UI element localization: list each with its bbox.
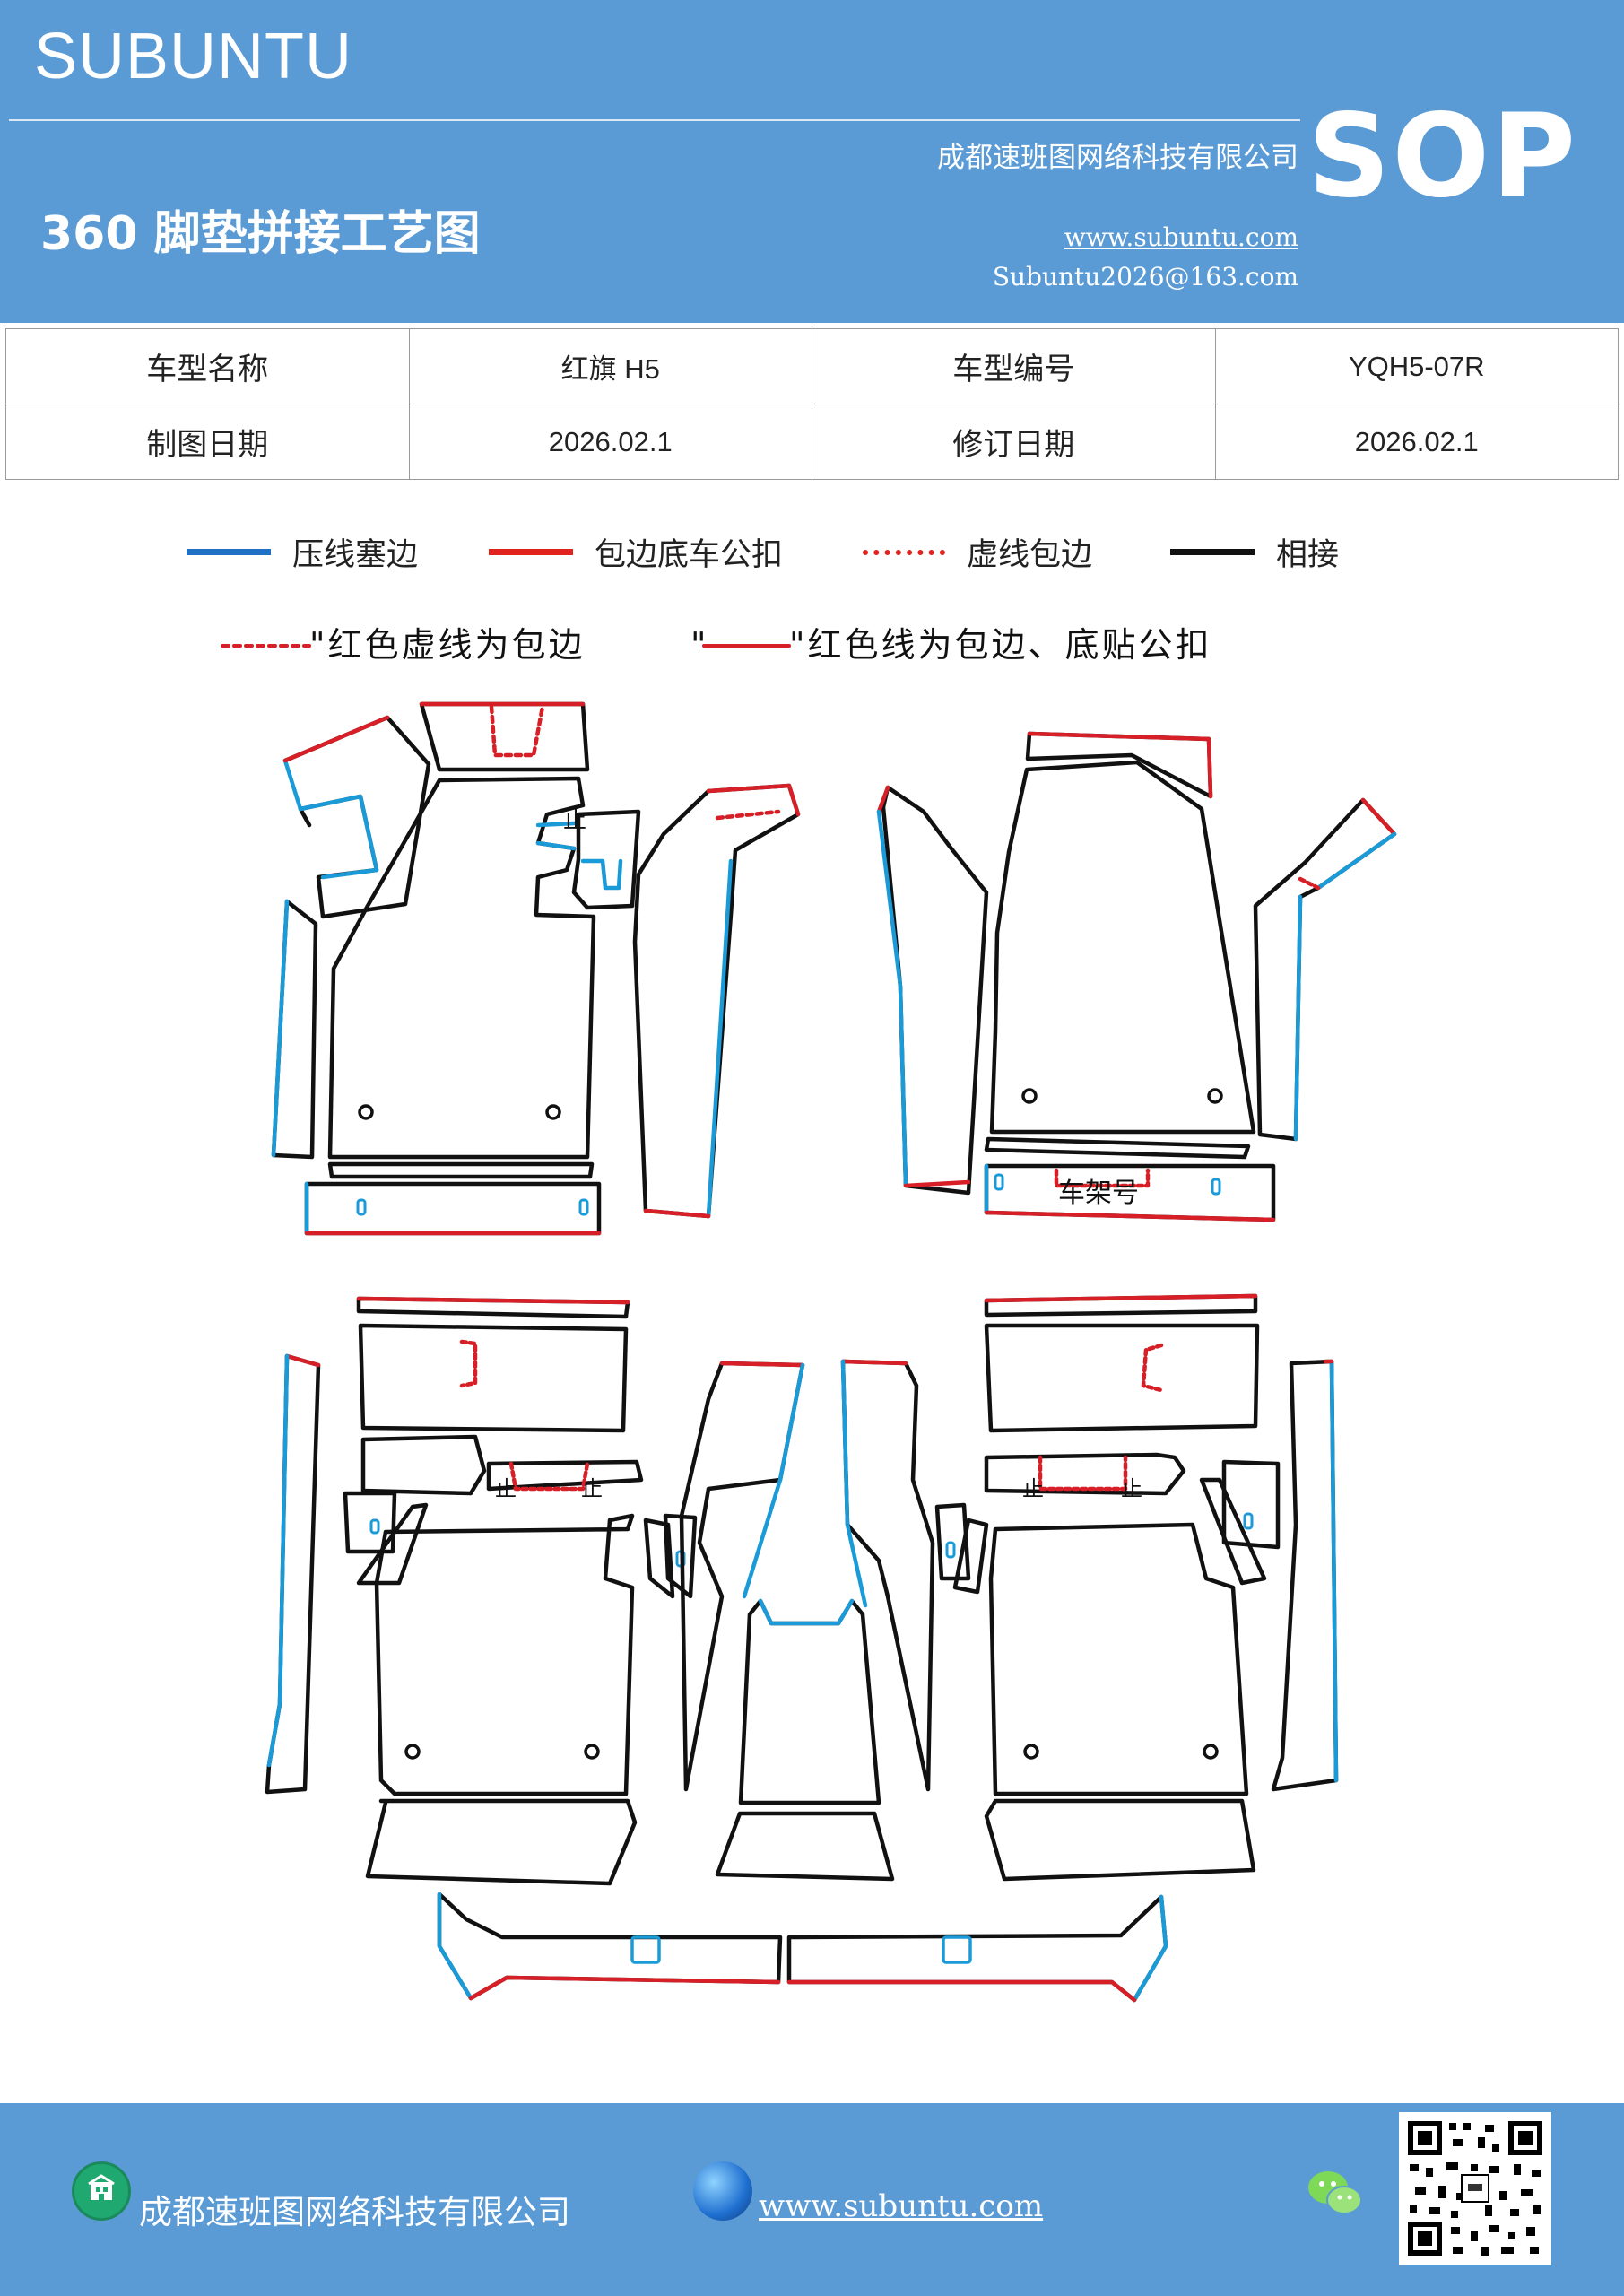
model-name-label: 车型名称 [5,328,410,404]
legend-label: 相接 [1276,537,1340,573]
draw-date-label: 制图日期 [5,404,410,480]
legend-swatch-blue [187,549,271,555]
vehicle-info-table: 车型名称 红旗 H5 车型编号 YQH5-07R 制图日期 2026.02.1 … [5,328,1619,480]
footer-company: 成都速班图网络科技有限公司 [139,2193,570,2231]
qr-code[interactable] [1399,2112,1551,2265]
floor-mat-diagram: "红色虚线为包边 " "红色线为包边、底贴公扣 止 [221,625,1397,2003]
note-dashed-edge: "红色虚线为包边 [309,625,585,665]
model-code-value: YQH5-07R [1214,328,1619,404]
sop-badge: SOP [1307,90,1577,223]
rear-left-mat-group: 止 止 [265,1296,698,1886]
header-company: 成都速班图网络科技有限公司 [937,142,1298,174]
stop-mark: 止 [1022,1476,1044,1501]
revise-date-value: 2026.02.1 [1214,404,1619,480]
document-title: 360 脚垫拼接工艺图 [40,207,481,261]
diagram-notes: "红色虚线为包边 " "红色线为包边、底贴公扣 [221,625,1211,665]
legend-item-press-line: 压线塞边 [187,529,418,575]
vin-label: 车架号 [1058,1178,1139,1209]
header-email: Subuntu2026@163.com [992,262,1298,291]
brand-name: SUBUNTU [34,21,353,92]
footer-website-link[interactable]: www.subuntu.com [759,2188,1044,2224]
legend-swatch-black [1170,549,1255,555]
note-solid-edge: "红色线为包边、底贴公扣 [789,625,1211,665]
stop-mark: 止 [495,1476,517,1501]
revise-date-label: 修订日期 [812,404,1216,480]
table-row: 车型名称 红旗 H5 车型编号 YQH5-07R [5,328,1619,404]
legend-item-edge-clip: 包边底车公扣 [489,529,783,575]
front-right-mat-group: 车架号 [876,731,1397,1222]
center-tunnel-mat-group [679,1359,935,1882]
wechat-icon[interactable] [1305,2166,1364,2220]
legend-item-join: 相接 [1170,529,1339,575]
stop-mark: 止 [581,1476,603,1501]
header-divider [9,119,1300,121]
legend-item-dashed-edge: 虚线包边 [863,529,1092,575]
legend-label: 虚线包边 [967,537,1093,573]
front-left-mat-group: 止 [271,701,801,1236]
stop-mark: 止 [1121,1476,1142,1501]
trunk-strip-group [437,1892,1168,2003]
header-website-link[interactable]: www.subuntu.com [1064,222,1298,252]
table-row: 制图日期 2026.02.1 修订日期 2026.02.1 [5,404,1619,480]
globe-icon [693,2161,752,2221]
draw-date-value: 2026.02.1 [408,404,812,480]
stop-mark: 止 [563,807,586,834]
building-icon [72,2161,131,2221]
legend-label: 压线塞边 [292,537,419,573]
legend-swatch-red [489,549,573,555]
rear-right-mat-group: 止 止 [934,1293,1339,1882]
model-code-label: 车型编号 [812,328,1216,404]
note-open-quote: " [690,625,706,665]
legend-swatch-red-dotted [863,549,945,555]
model-name-value: 红旗 H5 [408,328,812,404]
legend-label: 包边底车公扣 [595,537,784,573]
line-legend: 压线塞边 包边底车公扣 虚线包边 相接 [0,529,1624,573]
header-banner: SUBUNTU 成都速班图网络科技有限公司 360 脚垫拼接工艺图 www.su… [0,0,1624,323]
